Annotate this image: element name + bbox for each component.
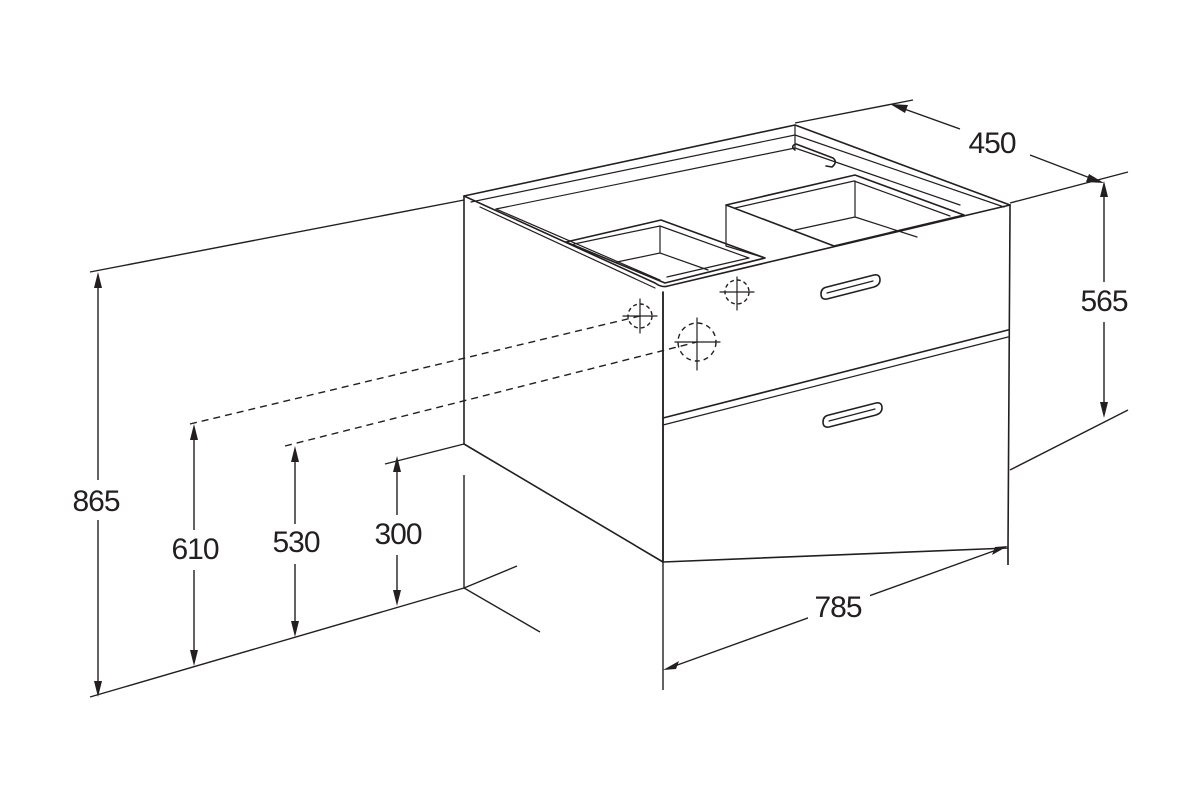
dimension-wall-distance: 300 bbox=[366, 456, 430, 606]
drawer-back-rail bbox=[791, 143, 837, 168]
wall-top-line bbox=[89, 199, 465, 273]
dimension-total-height: 865 bbox=[66, 272, 126, 697]
compartment-left bbox=[565, 219, 766, 284]
upper-drawer-handle bbox=[820, 274, 881, 300]
dimension-width: 785 bbox=[662, 546, 1009, 690]
internal-compartments bbox=[565, 143, 965, 284]
cabinet-right-side bbox=[662, 204, 1011, 563]
compartment-right bbox=[725, 174, 965, 247]
pipe-markers bbox=[622, 276, 755, 371]
dimension-label-565: 565 bbox=[1080, 285, 1127, 318]
cabinet-top-front-edge bbox=[463, 195, 1011, 288]
dimension-label-785: 785 bbox=[814, 591, 861, 624]
cabinet-inner-back-wall bbox=[495, 124, 796, 210]
cabinet-body bbox=[463, 124, 1011, 563]
floor-line bbox=[89, 587, 465, 698]
compartment-left-wall bbox=[616, 225, 709, 271]
supply-marker-right bbox=[719, 276, 755, 311]
dimension-label-450: 450 bbox=[968, 127, 1015, 160]
upper-drawer-handle-inner bbox=[826, 280, 874, 294]
supply-leader bbox=[284, 341, 698, 447]
cabinet-inner-right-wall bbox=[794, 147, 961, 206]
dimension-depth: 450 bbox=[794, 99, 1129, 204]
dimension-cabinet-height: 565 bbox=[1007, 181, 1136, 565]
cabinet-top-inner-rim-front bbox=[479, 206, 656, 289]
compartment-right-wall bbox=[794, 180, 918, 238]
drawer-separation-line bbox=[662, 329, 1009, 419]
dimension-label-300: 300 bbox=[374, 518, 421, 551]
lower-drawer-handle-inner bbox=[828, 408, 876, 422]
drawer-separation-line-2 bbox=[662, 336, 1009, 426]
lower-drawer-handle bbox=[822, 402, 883, 428]
cabinet-top-inner-rim bbox=[470, 134, 1005, 208]
drain-marker bbox=[674, 317, 721, 371]
compartment-left-inner bbox=[573, 225, 750, 278]
compartment-divider bbox=[725, 204, 766, 259]
cabinet-inner-front-wall bbox=[495, 208, 661, 281]
wall-corner-floor bbox=[463, 565, 518, 589]
dimension-label-865: 865 bbox=[72, 485, 119, 518]
dimension-label-610: 610 bbox=[171, 533, 218, 566]
dimension-label-530: 530 bbox=[272, 526, 319, 559]
dimension-supply-height: 530 bbox=[264, 446, 328, 637]
drawers bbox=[662, 274, 1009, 428]
cabinet-top-back-edge bbox=[463, 124, 1011, 206]
cabinet-left-side bbox=[463, 195, 664, 563]
pipe-leaders bbox=[189, 315, 698, 447]
drain-leader bbox=[189, 315, 641, 425]
wall-corner-vertical bbox=[463, 475, 541, 633]
dimension-drain-height: 610 bbox=[164, 424, 226, 666]
compartment-right-inner bbox=[734, 180, 951, 217]
